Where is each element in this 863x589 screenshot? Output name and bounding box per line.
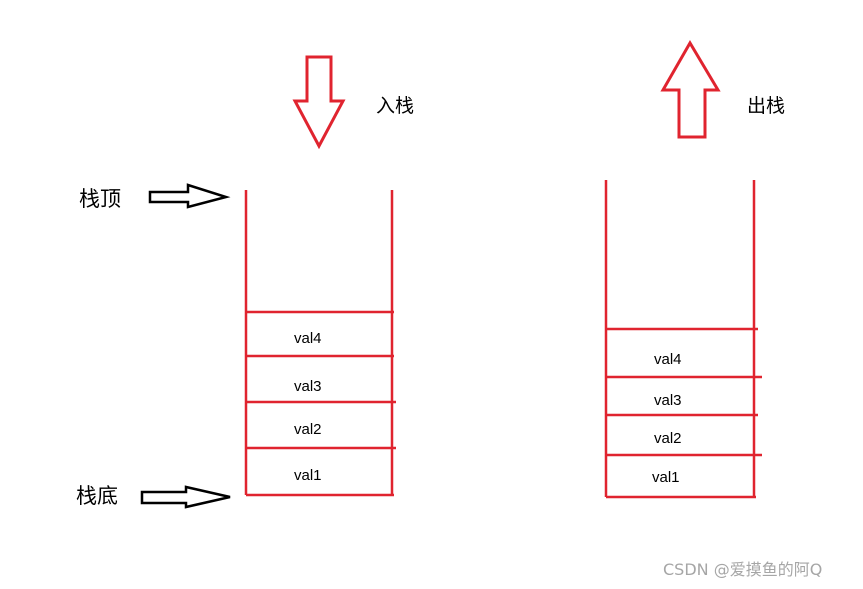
push-arrow-icon — [292, 55, 346, 150]
stack-bottom-label: 栈底 — [76, 484, 118, 508]
left-stack — [244, 190, 396, 497]
stack-top-arrow-icon — [148, 183, 231, 209]
stack-top-label: 栈顶 — [79, 187, 121, 211]
left-stack-item: val3 — [294, 378, 322, 395]
right-stack-item: val1 — [652, 469, 680, 486]
left-stack-item: val4 — [294, 330, 322, 347]
left-stack-item: val1 — [294, 467, 322, 484]
pop-label: 出栈 — [747, 95, 785, 117]
right-stack-item: val4 — [654, 351, 682, 368]
right-stack-item: val2 — [654, 430, 682, 447]
left-stack-item: val2 — [294, 421, 322, 438]
right-stack-item: val3 — [654, 392, 682, 409]
pop-arrow-icon — [660, 40, 721, 139]
push-label: 入栈 — [376, 95, 414, 117]
watermark: CSDN @爱摸鱼的阿Q — [663, 560, 822, 579]
stack-bottom-arrow-icon — [140, 485, 231, 509]
right-stack — [604, 180, 762, 499]
